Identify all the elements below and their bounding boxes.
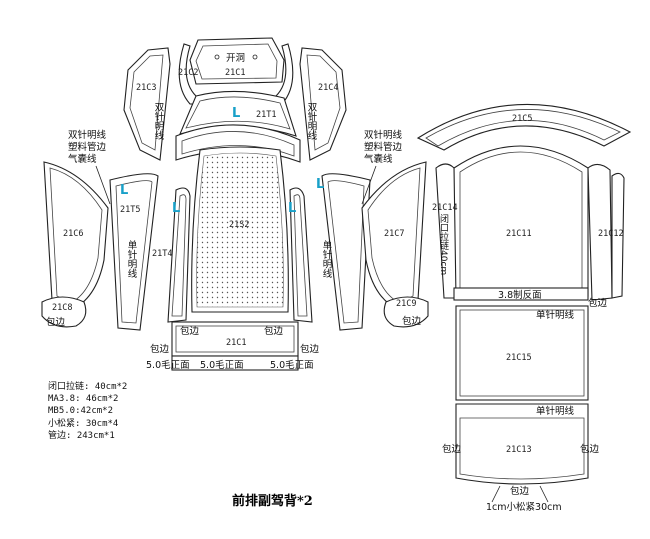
label-21C12: 21C12 <box>598 229 624 239</box>
mao-right: 5.0毛正面 <box>270 359 314 371</box>
label-21C13: 21C13 <box>506 445 532 455</box>
L-mark-3: L <box>120 183 128 198</box>
binding-l2: 包边 <box>264 325 284 337</box>
label-21C1-top: 21C1 <box>225 68 245 78</box>
binding-c9: 包边 <box>402 315 422 327</box>
single-needle-c13: 单针明线 <box>536 405 575 417</box>
dn-left-3: 气囊线 <box>68 153 97 165</box>
single-needle-c15: 单针明线 <box>536 309 575 321</box>
double-needle-vertical-b: 双针明线 <box>306 102 318 140</box>
L-mark-6: L <box>316 177 324 192</box>
part-21C14 <box>435 163 457 299</box>
kaidong-label: 开洞 <box>226 53 245 64</box>
note-line: 闭口拉链: 40cm*2 <box>48 382 128 392</box>
part-21C8 <box>41 296 87 328</box>
binding-l3: 包边 <box>150 343 170 355</box>
elastic-leaders <box>491 485 549 503</box>
label-21S2: 21S2 <box>229 220 249 230</box>
reverse-label: 3.8制反面 <box>498 289 542 301</box>
label-21C7: 21C7 <box>384 229 404 239</box>
L-mark-5: L <box>288 201 296 216</box>
zipper-vertical: 闭口拉链40cm <box>438 213 449 275</box>
part-21T1 <box>179 90 297 137</box>
label-21T4: 21T4 <box>152 249 172 259</box>
binding-right: 包边 <box>588 297 608 309</box>
label-21C1-bottom: 21C1 <box>226 338 246 348</box>
part-right-strip-b <box>321 173 371 331</box>
label-21C11: 21C11 <box>506 229 532 239</box>
part-21S2 <box>191 146 289 313</box>
note-line: MA3.8: 46cm*2 <box>48 394 119 405</box>
note-line: 管边: 243cm*1 <box>48 430 115 441</box>
label-21C3: 21C3 <box>136 83 156 93</box>
note-line: 小松紧: 30cm*4 <box>48 418 119 429</box>
label-21T1: 21T1 <box>256 110 276 120</box>
part-21C1-top <box>189 37 285 85</box>
label-21C15: 21C15 <box>506 353 532 363</box>
binding-c13-right: 包边 <box>580 443 600 455</box>
part-21C11 <box>453 145 589 297</box>
mao-center: 5.0毛正面 <box>200 359 244 371</box>
part-21C4 <box>299 47 347 161</box>
reverse-bar <box>453 287 589 301</box>
label-21C9: 21C9 <box>396 299 416 309</box>
label-21C6: 21C6 <box>63 229 83 239</box>
label-21T5: 21T5 <box>120 205 140 215</box>
note-line: MB5.0:42cm*2 <box>48 406 114 417</box>
dn-left-2: 塑料管边 <box>68 141 107 153</box>
part-21C3 <box>123 47 171 161</box>
L-mark-1: L <box>232 106 240 121</box>
material-notes: 闭口拉链: 40cm*2 MA3.8: 46cm*2 MB5.0:42cm*2 … <box>48 381 127 442</box>
part-right-strip-a <box>289 187 313 323</box>
leader-left <box>95 165 111 205</box>
part-21C12 <box>587 163 625 301</box>
dn-right-2: 塑料管边 <box>364 141 403 153</box>
part-21C9 <box>383 296 429 328</box>
binding-c13-bottom: 包边 <box>510 485 530 497</box>
dn-right-3: 气囊线 <box>364 153 393 165</box>
binding-c8: 包边 <box>46 316 66 328</box>
mao-left: 5.0毛正面 <box>146 359 190 371</box>
page-title: 前排副驾背*2 <box>232 494 313 509</box>
binding-c13-left: 包边 <box>442 443 462 455</box>
binding-l1: 包边 <box>180 325 200 337</box>
label-21C14: 21C14 <box>432 203 458 213</box>
part-21C1-bottom <box>171 321 299 371</box>
double-needle-vertical-a: 双针明线 <box>153 102 165 140</box>
label-21C2: 21C2 <box>178 68 198 78</box>
single-needle-right: 单针明线 <box>321 239 333 278</box>
elastic-label: 1cm小松紧30cm <box>486 501 562 513</box>
part-21C13 <box>455 403 589 485</box>
L-mark-4: L <box>172 201 180 216</box>
binding-l4: 包边 <box>300 343 320 355</box>
dn-right-1: 双针明线 <box>364 129 403 141</box>
part-21C15 <box>455 305 589 401</box>
single-needle-left: 单针明线 <box>126 239 138 278</box>
label-21C4: 21C4 <box>318 83 338 93</box>
label-21C5: 21C5 <box>512 114 532 124</box>
part-21C5 <box>416 103 632 151</box>
part-21T5-left <box>109 173 159 331</box>
label-21C8: 21C8 <box>52 303 72 313</box>
leader-right <box>361 165 377 205</box>
part-21T4 <box>167 187 191 323</box>
dn-left-1: 双针明线 <box>68 129 107 141</box>
